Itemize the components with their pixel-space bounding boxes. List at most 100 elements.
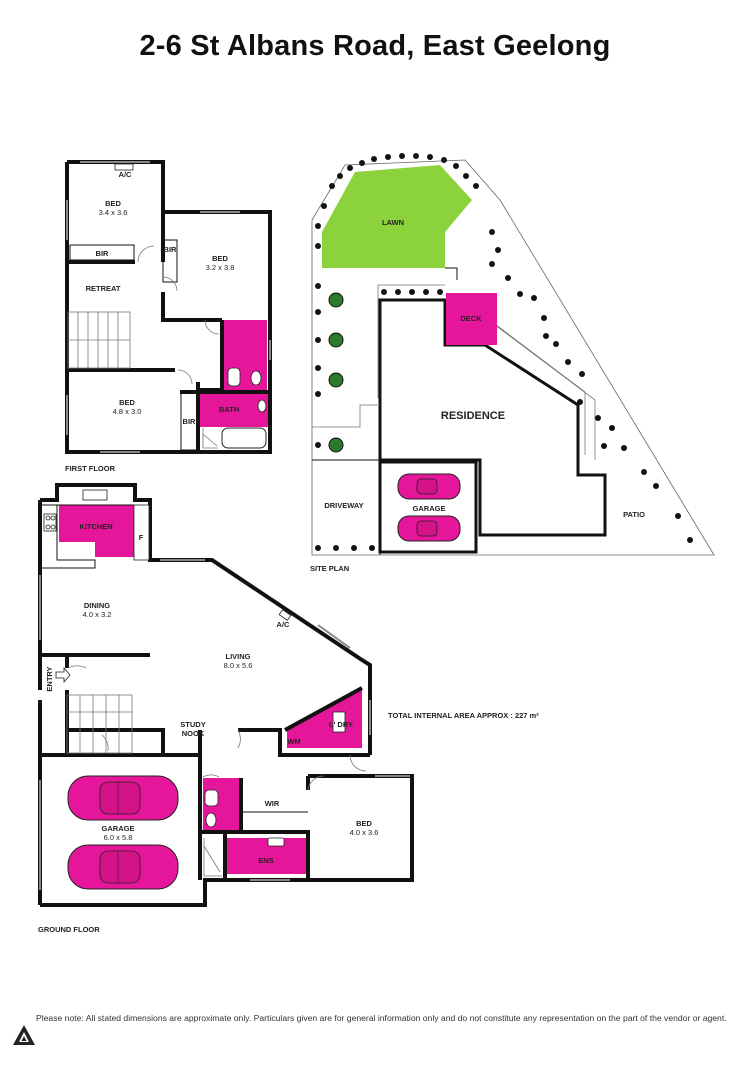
toilet	[205, 812, 217, 828]
shower	[203, 838, 222, 877]
garage-car-1	[67, 775, 179, 821]
bed2-label: BED	[212, 254, 228, 263]
tree-icon	[541, 315, 547, 321]
ac-unit	[278, 609, 292, 621]
first-floor-outer-wall	[67, 160, 272, 454]
lawn-label: LAWN	[382, 218, 404, 227]
shower	[202, 428, 218, 449]
tree-icon	[315, 309, 321, 315]
wall	[200, 830, 310, 880]
pantry	[133, 504, 150, 561]
wm-label: WM	[287, 737, 300, 746]
tree-icon	[517, 291, 523, 297]
tree-icon	[347, 165, 353, 171]
residence-footprint	[378, 298, 607, 537]
tree-icon	[437, 289, 443, 295]
living-dim: 8.0 x 5.6	[224, 661, 253, 670]
tree-icon	[315, 391, 321, 397]
entry-label: ENTRY	[45, 666, 54, 691]
first-floor-doors	[137, 245, 220, 385]
tree-icon	[369, 545, 375, 551]
tree-icon	[579, 371, 585, 377]
tree-icon	[495, 247, 501, 253]
tree-icon	[675, 513, 681, 519]
tree-icon	[687, 537, 693, 543]
tree-icon	[315, 223, 321, 229]
tree-icon	[653, 483, 659, 489]
dining-label: DINING	[84, 601, 110, 610]
tree-icon	[423, 289, 429, 295]
ground-floor-plan: KITCHEN F DINING 4.0 x 3.2 A/C LIVING 8.…	[38, 483, 414, 934]
tree-icon	[595, 415, 601, 421]
garage-label: GARAGE	[102, 824, 135, 833]
entry-arrow-icon	[55, 666, 71, 684]
site-plan-heading: SITE PLAN	[310, 564, 349, 573]
tree-icon	[315, 545, 321, 551]
garage-car-2	[67, 844, 179, 890]
tree-icon	[359, 160, 365, 166]
laundry-tub	[332, 711, 346, 733]
ensuite-label: ENS	[258, 856, 273, 865]
wir-label: WIR	[265, 799, 280, 808]
retreat-label: RETREAT	[86, 284, 121, 293]
shrub-icon	[328, 332, 344, 348]
site-trees	[315, 153, 693, 551]
bed2-dim: 3.2 x 3.8	[206, 263, 235, 272]
driveway-label: DRIVEWAY	[324, 501, 363, 510]
disclaimer: Please note: All stated dimensions are a…	[36, 1013, 727, 1023]
bed3-label: BED	[119, 398, 135, 407]
tree-icon	[409, 289, 415, 295]
tree-icon	[351, 545, 357, 551]
tree-icon	[395, 289, 401, 295]
wc-basin	[204, 789, 219, 807]
bath-label: BATH	[219, 405, 239, 414]
ground-floor-heading: GROUND FLOOR	[38, 925, 100, 934]
tree-icon	[641, 469, 647, 475]
site-garage-label: GARAGE	[413, 504, 446, 513]
laundry-fill	[287, 690, 362, 748]
tree-icon	[621, 445, 627, 451]
bir2-label: BIR	[164, 245, 178, 254]
site-car-2	[397, 515, 461, 542]
bir1-label: BIR	[96, 249, 110, 258]
tree-icon	[315, 283, 321, 289]
deck-label: DECK	[460, 314, 482, 323]
tree-icon	[505, 275, 511, 281]
ground-floor-doors	[67, 665, 367, 791]
tree-icon	[463, 173, 469, 179]
laundry-label: L' DRY	[329, 720, 353, 729]
bir3-label: BIR	[183, 417, 197, 426]
first-floor-plan: A/C BED 3.4 x 3.6 BIR BIR BED 3.2 x 3.8 …	[65, 160, 272, 473]
floor-plan-diagram: A/C BED 3.4 x 3.6 BIR BIR BED 3.2 x 3.8 …	[38, 153, 715, 934]
driveway-outline	[312, 404, 380, 428]
ground-bed-dim: 4.0 x 3.6	[350, 828, 379, 837]
shrub-icon	[328, 437, 344, 453]
bed3-dim: 4.8 x 3.0	[113, 407, 142, 416]
driveway-outline	[312, 459, 381, 555]
tree-icon	[441, 157, 447, 163]
first-floor-outer-wall-west	[65, 162, 198, 454]
step	[445, 267, 458, 280]
toilet	[250, 370, 262, 386]
cooktop	[43, 513, 57, 532]
fridge-label: F	[139, 533, 144, 542]
wall	[238, 728, 350, 757]
bir-3	[180, 392, 198, 451]
lawn	[322, 165, 472, 268]
patio-label: PATIO	[623, 510, 645, 519]
ensuite-basin	[267, 837, 285, 847]
bir-1	[69, 244, 135, 261]
tree-icon	[315, 365, 321, 371]
garage-dim: 6.0 x 5.8	[104, 833, 133, 842]
tree-icon	[371, 156, 377, 162]
tree-icon	[531, 295, 537, 301]
page-title: 2-6 St Albans Road, East Geelong	[139, 30, 611, 62]
wall	[284, 686, 363, 732]
ground-bed-label: BED	[356, 819, 372, 828]
kitchen-bench	[42, 504, 96, 569]
tree-icon	[315, 337, 321, 343]
wall	[161, 292, 222, 322]
site-plan: LAWN DECK RESIDENCE DRIVEWAY GARAGE PATI…	[310, 153, 715, 573]
kitchen-label: KITCHEN	[79, 522, 112, 531]
bathtub	[221, 427, 267, 449]
